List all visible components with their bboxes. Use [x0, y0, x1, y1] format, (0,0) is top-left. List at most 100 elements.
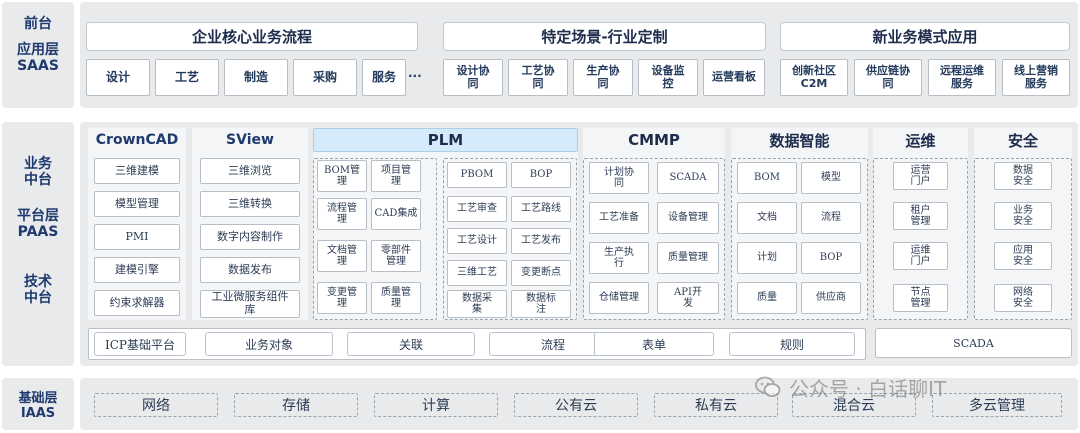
saas-core-item: 设计: [86, 59, 150, 96]
cmmp-title: CMMP: [628, 131, 680, 149]
data-intelligence-item: BOP: [801, 242, 861, 274]
ops-title: 运维: [905, 131, 936, 150]
data-intelligence-item: BOM: [737, 162, 797, 194]
iaas-item: 公有云: [514, 393, 638, 417]
wechat-icon: [755, 376, 781, 397]
front-label-line2: 应用层: [17, 42, 59, 59]
plm-right-item: 三维工艺: [447, 260, 507, 286]
platform-label-line2: PAAS: [17, 224, 59, 241]
data-intelligence-module: 数据智能 BOM 模型 文档 流程 计划 BOP 质量 供应商: [731, 128, 868, 320]
saas-industry-item: 设计协同: [443, 59, 503, 96]
iaas-item: 计算: [374, 393, 498, 417]
icp-platform-label: ICP基础平台: [94, 332, 186, 356]
saas-ellipsis: ···: [408, 69, 422, 83]
plm-left-item: 质量管理: [371, 282, 421, 314]
saas-group-new: 新业务模式应用: [780, 22, 1070, 51]
plm-left-item: 零部件管理: [371, 240, 421, 272]
plm-left-item: 变更管理: [317, 282, 367, 314]
saas-group-industry: 特定场景-行业定制: [443, 22, 766, 51]
saas-new-item: 创新社区C2M: [780, 59, 848, 96]
iaas-label-line1: 基础层: [18, 391, 58, 406]
cmmp-item: 工艺准备: [589, 202, 649, 234]
security-item: 业务安全: [994, 202, 1052, 230]
ops-item: 运维门户: [893, 242, 948, 270]
saas-core-item: 采购: [293, 59, 357, 96]
saas-industry-item: 工艺协同: [508, 59, 568, 96]
security-item: 应用安全: [994, 242, 1052, 270]
cmmp-item: 生产执行: [589, 242, 649, 274]
data-intelligence-group: [731, 158, 868, 320]
plm-right-item: 数据采集: [447, 290, 507, 318]
iaas-items: 网络 存储 计算 公有云 私有云 混合云 多云管理: [94, 393, 1064, 417]
plm-left-item: 文档管理: [317, 240, 367, 272]
cmmp-item: SCADA: [657, 162, 719, 194]
security-item: 数据安全: [994, 162, 1052, 190]
tech-label-line1: 技术: [24, 274, 52, 290]
platform-label-line1: 平台层: [17, 208, 59, 224]
data-intelligence-item: 质量: [737, 282, 797, 314]
iaas-item: 混合云: [792, 393, 916, 417]
saas-new-item: 供应链协同: [854, 59, 922, 96]
cmmp-item: 质量管理: [657, 242, 719, 274]
plm-right-item: 数据标注: [511, 290, 571, 318]
crowncad-item: 约束求解器: [94, 290, 180, 316]
front-label-line3: SAAS: [17, 58, 59, 75]
plm-left-item: 项目管理: [371, 160, 421, 192]
ops-item: 节点管理: [893, 284, 948, 312]
crowncad-item: PMI: [94, 224, 180, 250]
plm-module: PLM BOM管理 项目管理 流程管理 CAD集成 文档管理 零部件管理 变更管…: [313, 128, 578, 320]
data-intelligence-item: 计划: [737, 242, 797, 274]
iaas-item: 多云管理: [932, 393, 1062, 417]
cmmp-group: [583, 158, 725, 320]
watermark: 公众号 · 白话聊IT: [755, 370, 1055, 404]
saas-new-items: 创新社区C2M 供应链协同 远程运维服务 线上营销服务: [780, 59, 1070, 96]
icp-bar-item: 规则: [729, 332, 855, 356]
crowncad-module: CrownCAD 三维建模 模型管理 PMI 建模引擎 约束求解器: [88, 128, 186, 320]
iaas-item: 私有云: [654, 393, 778, 417]
cmmp-item: 仓储管理: [589, 282, 649, 314]
crowncad-item: 模型管理: [94, 191, 180, 217]
business-layer-label: 业务 中台: [2, 156, 74, 188]
plm-left-item: BOM管理: [317, 160, 367, 192]
business-label-line1: 业务: [24, 156, 52, 172]
security-item: 网络安全: [994, 284, 1052, 312]
sview-title: SView: [226, 132, 274, 148]
saas-core-item: 服务: [362, 59, 406, 96]
saas-group-core: 企业核心业务流程: [86, 22, 418, 51]
tech-layer-label: 技术 中台: [2, 274, 74, 306]
cmmp-item: 设备管理: [657, 202, 719, 234]
plm-right-item: 工艺审查: [447, 196, 507, 222]
plm-right-item: PBOM: [447, 162, 507, 188]
platform-layer-label: 平台层 PAAS: [2, 208, 74, 240]
ops-item: 租户管理: [893, 202, 948, 230]
plm-right-item: 工艺发布: [511, 228, 571, 254]
saas-industry-item: 运营看板: [703, 59, 765, 96]
icp-bar-item: 业务对象: [205, 332, 333, 356]
crowncad-item: 三维建模: [94, 158, 180, 184]
paas-layer-label-panel: [2, 122, 74, 366]
watermark-text: 公众号 · 白话聊IT: [789, 376, 947, 401]
data-intelligence-item: 流程: [801, 202, 861, 234]
plm-right-group: [443, 158, 577, 320]
front-layer-label-panel: [2, 2, 74, 108]
saas-industry-item: 设备监控: [638, 59, 698, 96]
data-intelligence-title: 数据智能: [769, 131, 830, 150]
security-module: 安全 数据安全 业务安全 应用安全 网络安全: [974, 128, 1072, 320]
saas-industry-item: 生产协同: [573, 59, 633, 96]
security-title: 安全: [1007, 131, 1038, 150]
plm-left-item: 流程管理: [317, 198, 367, 230]
plm-left-item: CAD集成: [371, 198, 421, 230]
icp-platform-bar: ICP基础平台 业务对象 关联 流程 表单 表单 规则: [88, 328, 866, 360]
data-intelligence-item: 供应商: [801, 282, 861, 314]
data-intelligence-item: 模型: [801, 162, 861, 194]
sview-item: 三维转换: [200, 191, 300, 217]
sview-module: SView 三维浏览 三维转换 数字内容制作 数据发布 工业微服务组件库: [192, 128, 308, 320]
ops-group: [873, 158, 968, 320]
plm-title: PLM: [313, 128, 578, 152]
cmmp-item: API开发: [657, 282, 719, 314]
sview-item: 数据发布: [200, 257, 300, 283]
front-label-line1: 前台: [24, 16, 52, 32]
iaas-item: 网络: [94, 393, 218, 417]
sview-item: 三维浏览: [200, 158, 300, 184]
iaas-label-line2: IAAS: [20, 405, 56, 421]
